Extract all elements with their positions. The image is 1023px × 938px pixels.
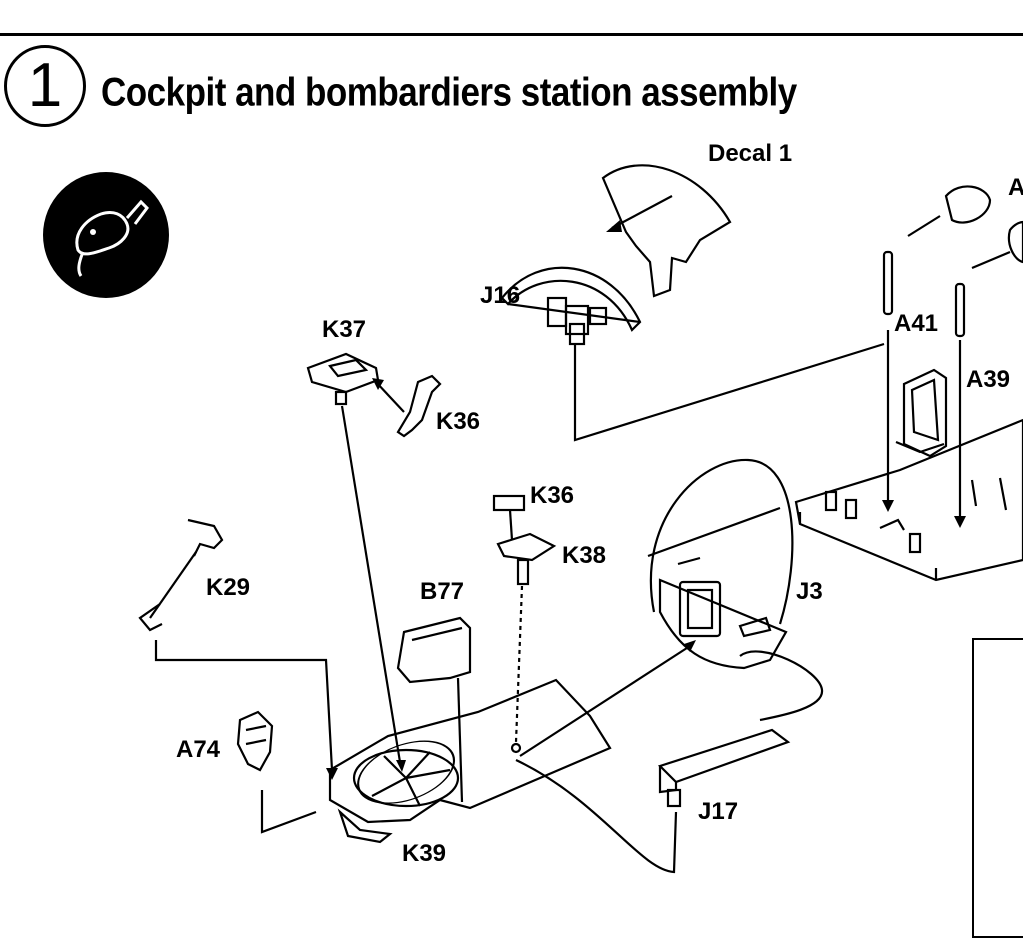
label-a74: A74 [176, 736, 221, 763]
b77-part [396, 616, 472, 684]
right-floor-arrows [970, 477, 1008, 511]
label-k36-top: K36 [436, 408, 481, 435]
k37-leader [340, 405, 402, 763]
glue-tube-icon [43, 172, 169, 298]
k36-top-part [396, 374, 442, 438]
k39-part [328, 678, 612, 844]
j16-leader [573, 342, 885, 442]
k38-leader [514, 585, 524, 743]
step-title: Cockpit and bombardiers station assembly [101, 70, 797, 115]
step-number: 1 [27, 51, 63, 120]
j3-part [647, 458, 794, 670]
label-decal-1: Decal 1 [708, 140, 793, 167]
right-floor-part [794, 418, 1023, 582]
k36-k38-part [492, 494, 557, 586]
k29-leader [154, 640, 334, 771]
label-k38: K38 [562, 542, 607, 569]
k36-top-arrow [375, 381, 405, 413]
a-small-parts [944, 185, 1023, 264]
label-j17: J17 [698, 798, 739, 825]
a41-rods-part [882, 250, 966, 338]
a74-leader [260, 790, 317, 834]
label-j3: J3 [796, 578, 823, 605]
label-k36-mid: K36 [530, 482, 575, 509]
j3-j17-leader [739, 650, 824, 722]
decal-arrow [611, 195, 673, 229]
j16-part [500, 266, 642, 346]
top-rule [0, 33, 1023, 36]
a74-part [236, 710, 274, 772]
k29-part [138, 518, 224, 632]
step-number-circle: 1 [4, 45, 86, 127]
label-a-partial: A [1008, 174, 1023, 201]
a39-seat-part [895, 368, 948, 458]
a-part-arrow-1 [907, 215, 941, 237]
decal-1-part [601, 164, 732, 298]
j3-inner-arrow [677, 556, 701, 566]
j3-leader [519, 645, 691, 757]
side-note-box [972, 638, 1023, 938]
label-k39: K39 [402, 840, 447, 867]
k37-part [306, 352, 380, 406]
a-part-arrow-2 [971, 250, 1011, 270]
label-j16: J16 [480, 282, 521, 309]
label-k29: K29 [206, 574, 251, 601]
label-a39: A39 [966, 366, 1011, 393]
b77-leader [456, 677, 464, 803]
label-b77: B77 [420, 578, 465, 605]
j17-leader [515, 759, 678, 874]
j17-part [657, 728, 791, 808]
label-a41: A41 [894, 310, 939, 337]
label-k37: K37 [322, 316, 367, 343]
